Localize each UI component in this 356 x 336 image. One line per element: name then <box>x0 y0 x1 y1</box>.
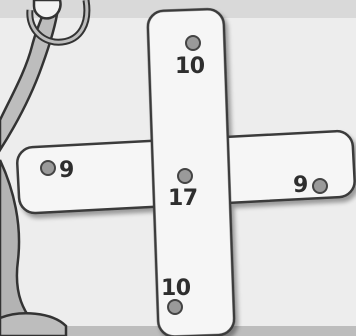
number-bottom: 10 <box>161 278 191 300</box>
person-hand <box>34 0 61 18</box>
number-center: 17 <box>168 188 198 210</box>
peg-icon <box>41 161 55 175</box>
number-top: 10 <box>175 56 205 78</box>
number-right: 9 <box>293 175 308 197</box>
peg-icon <box>186 36 200 50</box>
number-left: 9 <box>59 160 74 182</box>
peg-icon <box>168 300 182 314</box>
peg-icon <box>178 169 192 183</box>
peg-icon <box>313 179 327 193</box>
